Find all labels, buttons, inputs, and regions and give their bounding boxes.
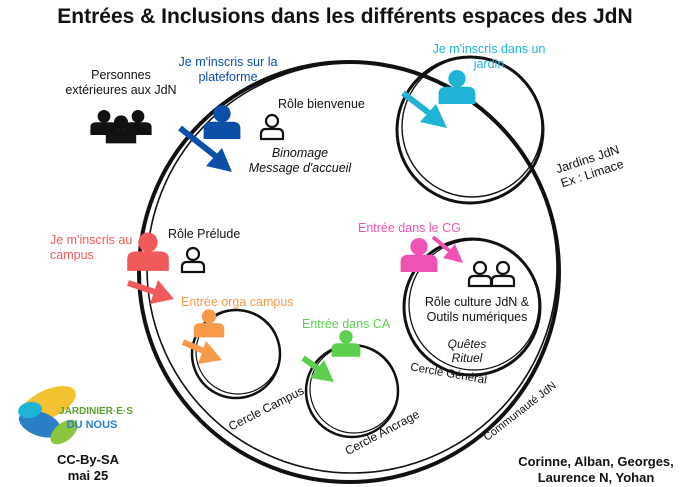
platform-arrow-icon [178,125,232,172]
culture-role-label: Rôle culture JdN & Outils numériques [424,295,530,324]
general-circle [402,237,542,377]
ca-arrow-icon [301,355,334,382]
prelude-role-icon [180,246,206,274]
welcome-role-icon [259,113,285,141]
people-group-icon [90,109,152,144]
campus-person-icon [127,232,169,271]
svg-text:JARDINIER·E·S: JARDINIER·E·S [59,406,133,417]
cg-arrow-icon [431,235,463,263]
authors-label: Corinne, Alban, Georges, Laurence N, Yoh… [518,454,674,485]
campus-orga-label: Entrée orga campus [181,295,294,309]
culture-role-icon [467,260,516,288]
page-title: Entrées & Inclusions dans les différents… [57,5,633,28]
external-people-label: Personnes extérieures aux JdN [65,68,177,97]
register-campus-label: Je m'inscris au campus [50,233,133,262]
welcome-tasks-label: Binomage Message d'accueil [248,146,352,175]
gardens-circle [395,55,545,205]
cg-person-icon [400,238,438,272]
ca-person-icon [331,330,361,357]
register-garden-label: Je m'inscris dans un jardin [432,42,546,71]
campus-circle-label: Cercle Campus [226,383,306,433]
enter-ca-label: Entrée dans CA [302,317,391,331]
platform-person-icon [203,105,241,139]
enter-cg-label: Entrée dans le CG [358,221,461,235]
orga-arrow-icon [181,339,222,364]
garden-arrow-icon [401,90,447,128]
svg-text:DU NOUS: DU NOUS [67,419,118,431]
quests-label: Quêtes Rituel [447,337,487,366]
anchor-circle-label: Cercle Ancrage [343,407,422,458]
campus-arrow-icon [127,280,174,304]
campus-circle [190,308,282,400]
garden-person-icon [438,70,476,104]
register-platform-label: Je m'inscris sur la plateforme [178,55,278,84]
prelude-role-label: Rôle Prélude [168,227,241,241]
welcome-role-label: Rôle bienvenue [278,97,365,111]
license-label: CC-By-SA mai 25 [56,452,120,483]
community-label: Communauté JdN [482,380,559,444]
jdn-logo: JARDINIER·E·S DU NOUS [18,386,133,445]
